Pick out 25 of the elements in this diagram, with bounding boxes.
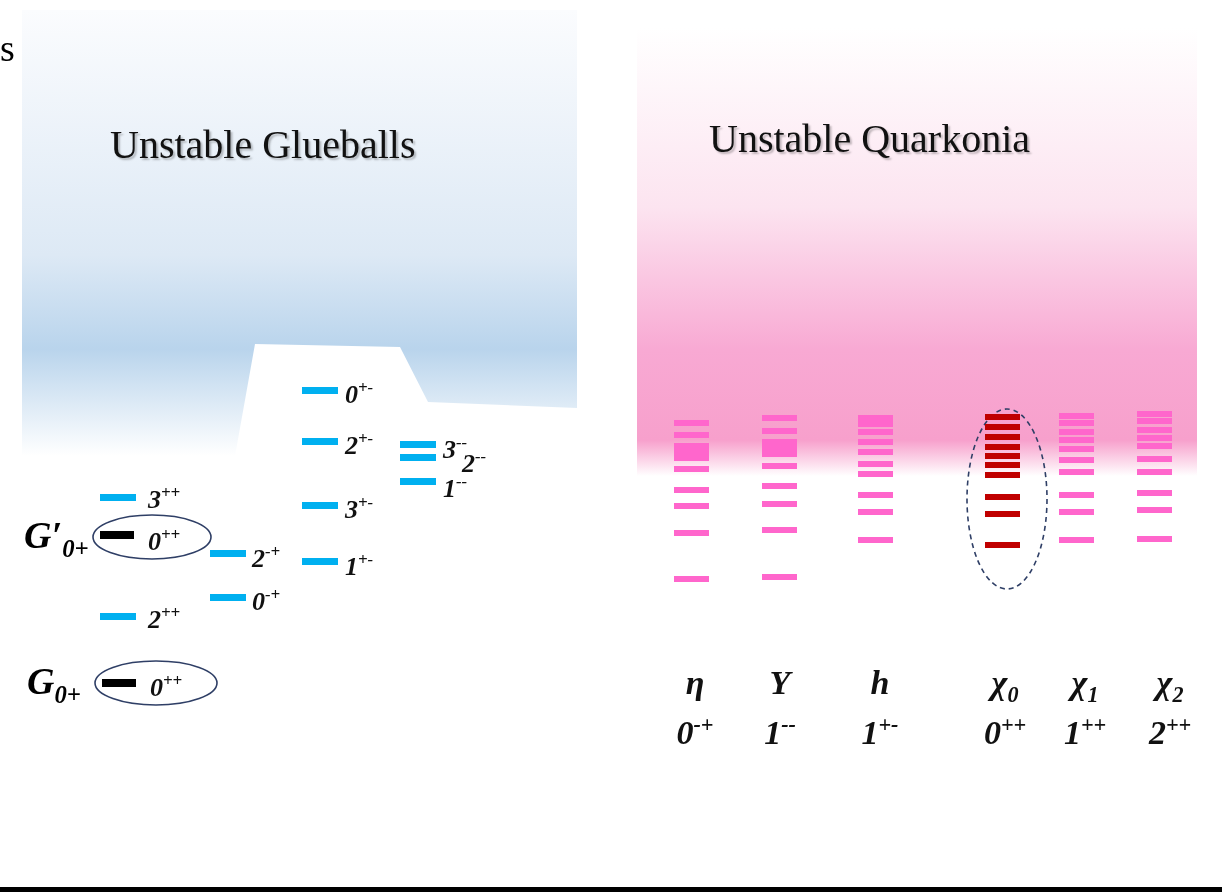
spin-parity-label: 2$^{+-}$: [345, 428, 374, 461]
spin-parity-label: 1$^{--}$: [443, 472, 468, 504]
state-symbol: G$_{0+}$: [27, 660, 81, 710]
spin-parity-label: 1$^{--}$: [763, 711, 797, 753]
spin-parity-label: 3$^{+-}$: [345, 492, 374, 525]
band-title: Unstable Glueballs: [110, 122, 416, 168]
spin-parity-label: 3$^{++}$: [148, 482, 181, 515]
spin-parity-label: 0$^{++}$: [982, 711, 1028, 753]
spin-parity-label: 2$^{++}$: [1147, 711, 1193, 753]
spin-parity-label: 2$^{++}$: [148, 602, 181, 635]
text-fragment: s: [0, 26, 15, 70]
spin-parity-label: 1$^{++}$: [1062, 711, 1108, 753]
spin-parity-label: 0$^{-+}$: [675, 711, 715, 753]
spin-parity-label: 0$^{-+}$: [252, 584, 281, 617]
spin-parity-label: 0$^{++}$: [150, 670, 183, 703]
particle-symbol: h: [869, 664, 891, 702]
state-symbol: G′$_{0+}$: [24, 514, 89, 564]
spin-parity-label: 1$^{+-}$: [860, 711, 900, 753]
particle-symbol: Υ: [768, 664, 794, 702]
band-title: Unstable Quarkonia: [709, 116, 1030, 162]
particle-symbol: η: [684, 664, 706, 702]
spin-parity-label: 0$^{+-}$: [345, 377, 374, 410]
spin-parity-label: 0$^{++}$: [148, 524, 181, 557]
spin-parity-label: 2$^{-+}$: [252, 541, 281, 574]
spin-parity-label: 1$^{+-}$: [345, 549, 374, 582]
